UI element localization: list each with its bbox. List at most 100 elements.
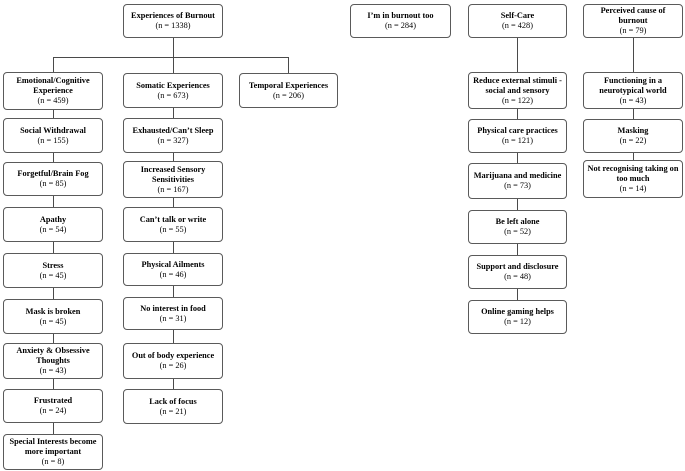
node-count: (n = 22)	[619, 136, 647, 145]
node-mask-is-broken: Mask is broken (n = 45)	[3, 299, 103, 334]
node-title: Forgetful/Brain Fog	[17, 169, 89, 178]
node-lack-of-focus: Lack of focus (n = 21)	[123, 389, 223, 424]
connector-line	[173, 38, 175, 73]
connector-line	[173, 286, 175, 297]
node-physical-care-practices: Physical care practices (n = 121)	[468, 119, 567, 153]
node-count: (n = 327)	[157, 135, 189, 145]
node-reduce-external-stimuli: Reduce external stimuli - social and sen…	[468, 72, 567, 109]
connector-line	[53, 110, 55, 118]
node-special-interests: Special Interests become more important …	[3, 434, 103, 470]
node-count: (n = 12)	[504, 317, 531, 326]
node-count: (n = 26)	[159, 361, 187, 370]
node-title: Frustrated	[33, 396, 73, 405]
node-count: (n = 21)	[159, 406, 187, 416]
node-count: (n = 155)	[37, 135, 69, 145]
node-title: Functioning in a neurotypical world	[599, 75, 667, 95]
node-title: Masking	[617, 126, 649, 135]
connector-line	[173, 108, 175, 118]
node-temporal-experiences: Temporal Experiences (n = 206)	[239, 73, 338, 108]
connector-line	[517, 244, 519, 255]
node-title: Experiences of Burnout	[131, 11, 215, 20]
node-perceived-cause-of-burnout: Perceived cause of burnout (n = 79)	[583, 4, 683, 38]
node-count: (n = 45)	[39, 316, 67, 326]
connector-line	[517, 199, 519, 210]
connector-line	[53, 423, 55, 434]
node-count: (n = 46)	[159, 269, 187, 279]
node-count: (n = 1338)	[155, 21, 191, 30]
node-count: (n = 54)	[39, 224, 67, 234]
connector-line	[517, 289, 519, 300]
connector-line	[53, 57, 55, 72]
node-masking: Masking (n = 22)	[583, 119, 683, 153]
node-title: Lack of focus	[149, 396, 197, 406]
node-title: Social Withdrawal	[20, 125, 86, 135]
node-title: I’m in burnout too	[367, 11, 434, 20]
node-support-and-disclosure: Support and disclosure (n = 48)	[468, 255, 567, 289]
node-exhausted-cant-sleep: Exhausted/Can’t Sleep (n = 327)	[123, 118, 223, 153]
connector-branch-line	[53, 57, 288, 59]
node-not-recognising-taking-on-too-much: Not recognising taking on too much (n = …	[583, 160, 683, 198]
node-count: (n = 8)	[41, 457, 65, 466]
node-title: Exhausted/Can’t Sleep	[132, 125, 214, 135]
connector-line	[173, 379, 175, 389]
connector-line	[53, 288, 55, 299]
node-count: (n = 45)	[39, 270, 67, 280]
node-title: Can’t talk or write	[139, 214, 207, 224]
node-frustrated: Frustrated (n = 24)	[3, 389, 103, 423]
node-experiences-of-burnout: Experiences of Burnout (n = 1338)	[123, 4, 223, 38]
node-cant-talk-or-write: Can’t talk or write (n = 55)	[123, 207, 223, 242]
node-count: (n = 43)	[619, 95, 647, 105]
connector-line	[53, 153, 55, 162]
node-title: Self-Care	[500, 11, 535, 20]
node-count: (n = 24)	[39, 406, 67, 415]
node-no-interest-in-food: No interest in food (n = 31)	[123, 297, 223, 330]
node-title: No interest in food	[140, 303, 206, 313]
connector-line	[633, 153, 635, 160]
node-title: Marijuana and medicine	[473, 171, 562, 180]
node-title: Mask is broken	[25, 306, 81, 316]
node-count: (n = 121)	[502, 136, 533, 145]
connector-line	[517, 38, 519, 72]
node-anxiety-obsessive-thoughts: Anxiety & Obsessive Thoughts (n = 43)	[3, 343, 103, 379]
node-title: Increased Sensory Sensitivities	[140, 164, 206, 184]
node-title: Not recognising taking on too much	[587, 164, 679, 183]
node-title: Physical Ailments	[141, 259, 205, 269]
node-count: (n = 52)	[504, 227, 531, 236]
node-title: Support and disclosure	[476, 262, 559, 271]
node-title: Apathy	[39, 214, 67, 224]
node-be-left-alone: Be left alone (n = 52)	[468, 210, 567, 244]
node-count: (n = 73)	[504, 181, 531, 190]
node-emotional-cognitive-experience: Emotional/Cognitive Experience (n = 459)	[3, 72, 103, 110]
node-count: (n = 85)	[39, 179, 67, 188]
node-title: Physical care practices	[477, 126, 558, 135]
node-count: (n = 43)	[39, 366, 67, 375]
node-title: Anxiety & Obsessive Thoughts	[16, 346, 90, 365]
node-count: (n = 206)	[273, 90, 304, 100]
node-count: (n = 79)	[619, 26, 647, 35]
connector-line	[53, 196, 55, 207]
node-title: Out of body experience	[131, 351, 215, 360]
node-online-gaming-helps: Online gaming helps (n = 12)	[468, 300, 567, 334]
connector-line	[633, 109, 635, 119]
connector-line	[53, 379, 55, 389]
node-functioning-neurotypical-world: Functioning in a neurotypical world (n =…	[583, 72, 683, 109]
connector-line	[173, 153, 175, 161]
connector-line	[173, 330, 175, 343]
connector-line	[517, 109, 519, 119]
node-title: Temporal Experiences	[248, 80, 329, 90]
connector-line	[517, 153, 519, 163]
connector-line	[53, 334, 55, 343]
node-title: Reduce external stimuli - social and sen…	[473, 75, 562, 95]
node-physical-ailments: Physical Ailments (n = 46)	[123, 253, 223, 286]
connector-line	[288, 57, 290, 73]
node-title: Stress	[42, 260, 64, 270]
node-count: (n = 48)	[504, 272, 531, 281]
node-title: Somatic Experiences	[136, 80, 210, 90]
node-title: Be left alone	[495, 217, 540, 226]
connector-line	[173, 198, 175, 207]
node-title: Perceived cause of burnout	[600, 6, 666, 25]
node-count: (n = 14)	[619, 184, 647, 193]
node-count: (n = 122)	[502, 95, 533, 105]
connector-line	[633, 38, 635, 72]
